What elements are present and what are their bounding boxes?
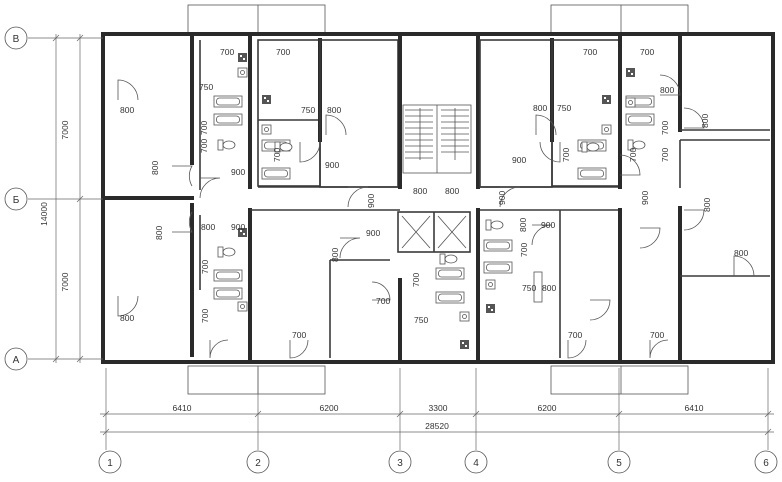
axis-label-a: А (13, 355, 20, 366)
axis-label-v: В (13, 34, 20, 45)
axis-label-3: 3 (397, 458, 403, 469)
svg-text:700: 700 (583, 47, 597, 57)
svg-text:800: 800 (445, 186, 459, 196)
svg-text:700: 700 (272, 148, 282, 162)
svg-text:800: 800 (330, 248, 340, 262)
svg-text:700: 700 (660, 121, 670, 135)
letter-axes: В Б А (4, 26, 28, 371)
opening-labels: 700 700 700 700 750 800 800 750 800 750 … (120, 47, 748, 340)
svg-text:900: 900 (640, 191, 650, 205)
svg-text:700: 700 (199, 121, 209, 135)
svg-text:700: 700 (292, 330, 306, 340)
svg-text:700: 700 (519, 243, 529, 257)
axis-label-2: 2 (255, 458, 261, 469)
svg-text:700: 700 (660, 148, 670, 162)
axis-bubble-b (4, 187, 28, 211)
dim-h-segment-5: 6410 (685, 403, 704, 413)
svg-text:750: 750 (199, 82, 213, 92)
svg-text:900: 900 (366, 194, 376, 208)
svg-text:800: 800 (154, 226, 164, 240)
axis-bubble-2 (246, 450, 270, 474)
dim-v-segment-1: 7000 (60, 120, 70, 139)
svg-text:900: 900 (366, 228, 380, 238)
dim-h-segment-2: 6200 (320, 403, 339, 413)
svg-text:750: 750 (557, 103, 571, 113)
vertical-dimension-chain: 7000 7000 14000 (28, 34, 103, 363)
axis-label-5: 5 (616, 458, 622, 469)
svg-text:700: 700 (200, 260, 210, 274)
axis-bubble-4 (464, 450, 488, 474)
svg-text:700: 700 (568, 330, 582, 340)
svg-text:800: 800 (120, 313, 134, 323)
dim-h-total: 28520 (425, 421, 449, 431)
svg-text:700: 700 (199, 139, 209, 153)
svg-text:800: 800 (702, 198, 712, 212)
svg-text:800: 800 (120, 105, 134, 115)
balconies (187, 4, 689, 395)
svg-text:800: 800 (700, 114, 710, 128)
axis-bubble-3 (388, 450, 412, 474)
axis-bubble-6 (754, 450, 778, 474)
svg-text:700: 700 (411, 273, 421, 287)
svg-text:800: 800 (660, 85, 674, 95)
svg-text:700: 700 (640, 47, 654, 57)
svg-text:700: 700 (561, 148, 571, 162)
svg-text:900: 900 (541, 220, 555, 230)
axis-bubble-5 (607, 450, 631, 474)
axis-label-1: 1 (107, 458, 113, 469)
svg-text:700: 700 (220, 47, 234, 57)
dim-v-segment-2: 7000 (60, 272, 70, 291)
svg-text:700: 700 (276, 47, 290, 57)
fixtures (213, 53, 655, 349)
svg-text:900: 900 (512, 155, 526, 165)
dim-h-segment-3: 3300 (429, 403, 448, 413)
dim-v-total: 14000 (39, 202, 49, 226)
svg-text:900: 900 (231, 167, 245, 177)
axis-bubble-1 (98, 450, 122, 474)
svg-text:800: 800 (542, 283, 556, 293)
svg-text:800: 800 (413, 186, 427, 196)
svg-text:700: 700 (376, 296, 390, 306)
svg-text:700: 700 (628, 148, 638, 162)
svg-text:700: 700 (200, 309, 210, 323)
svg-text:800: 800 (327, 105, 341, 115)
dim-h-segment-4: 6200 (538, 403, 557, 413)
number-axes: 1 2 3 4 5 6 (98, 450, 778, 474)
exterior-walls (101, 32, 775, 364)
svg-text:800: 800 (201, 222, 215, 232)
interior-walls (104, 36, 770, 360)
svg-text:700: 700 (650, 330, 664, 340)
axis-label-4: 4 (473, 458, 479, 469)
svg-text:750: 750 (301, 105, 315, 115)
svg-text:800: 800 (518, 218, 528, 232)
axis-label-6: 6 (763, 458, 769, 469)
svg-text:800: 800 (533, 103, 547, 113)
svg-text:900: 900 (497, 191, 507, 205)
svg-text:750: 750 (414, 315, 428, 325)
svg-text:750: 750 (522, 283, 536, 293)
stair (401, 104, 472, 249)
axis-label-b: Б (13, 195, 20, 206)
axis-bubble-a (4, 347, 28, 371)
svg-text:800: 800 (150, 161, 160, 175)
svg-text:800: 800 (734, 248, 748, 258)
dim-h-segment-1: 6410 (173, 403, 192, 413)
svg-text:900: 900 (231, 222, 245, 232)
axis-bubble-v (4, 26, 28, 50)
door-swings (117, 74, 755, 359)
horizontal-dimension-chain: 6410 6200 3300 6200 6410 28520 (100, 368, 774, 450)
svg-text:900: 900 (325, 160, 339, 170)
